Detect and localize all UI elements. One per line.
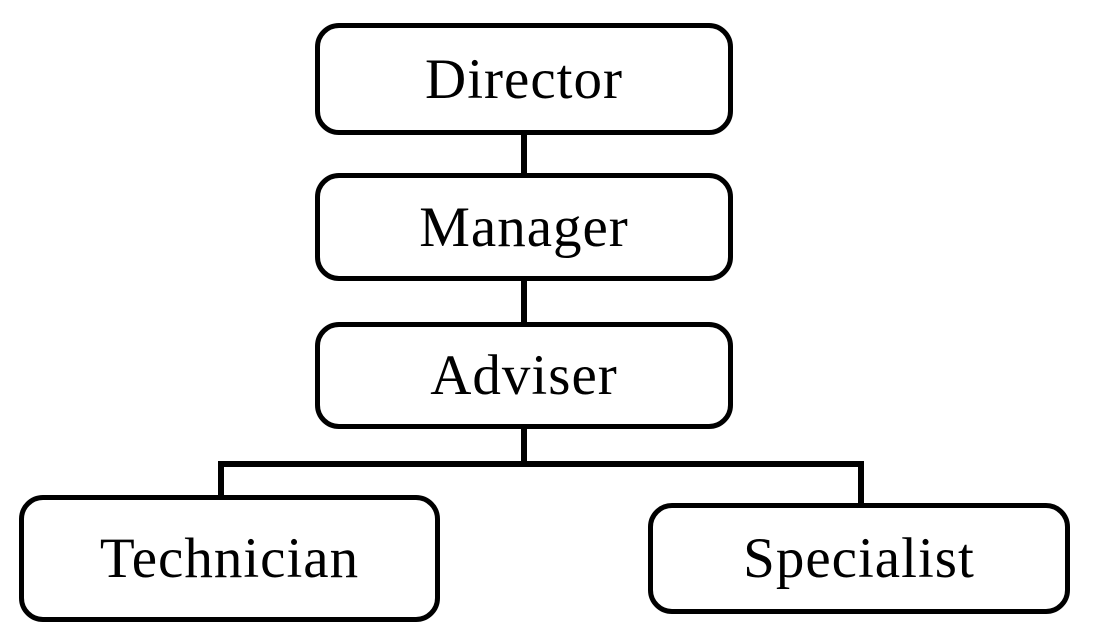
edge-director-manager: [521, 130, 527, 178]
node-technician-label: Technician: [99, 527, 360, 590]
node-manager: Manager: [315, 173, 733, 281]
edge-manager-adviser: [521, 276, 527, 327]
edge-branch-horizontal: [218, 461, 864, 467]
edge-branch-technician: [218, 461, 224, 499]
node-adviser-label: Adviser: [430, 344, 618, 407]
node-director: Director: [315, 23, 733, 135]
node-technician: Technician: [19, 495, 440, 622]
node-specialist-label: Specialist: [743, 527, 975, 590]
node-manager-label: Manager: [419, 195, 629, 259]
node-specialist: Specialist: [648, 503, 1070, 614]
node-adviser: Adviser: [315, 322, 733, 429]
edge-branch-specialist: [858, 461, 864, 507]
node-director-label: Director: [425, 47, 623, 111]
edge-adviser-branch: [521, 424, 527, 464]
